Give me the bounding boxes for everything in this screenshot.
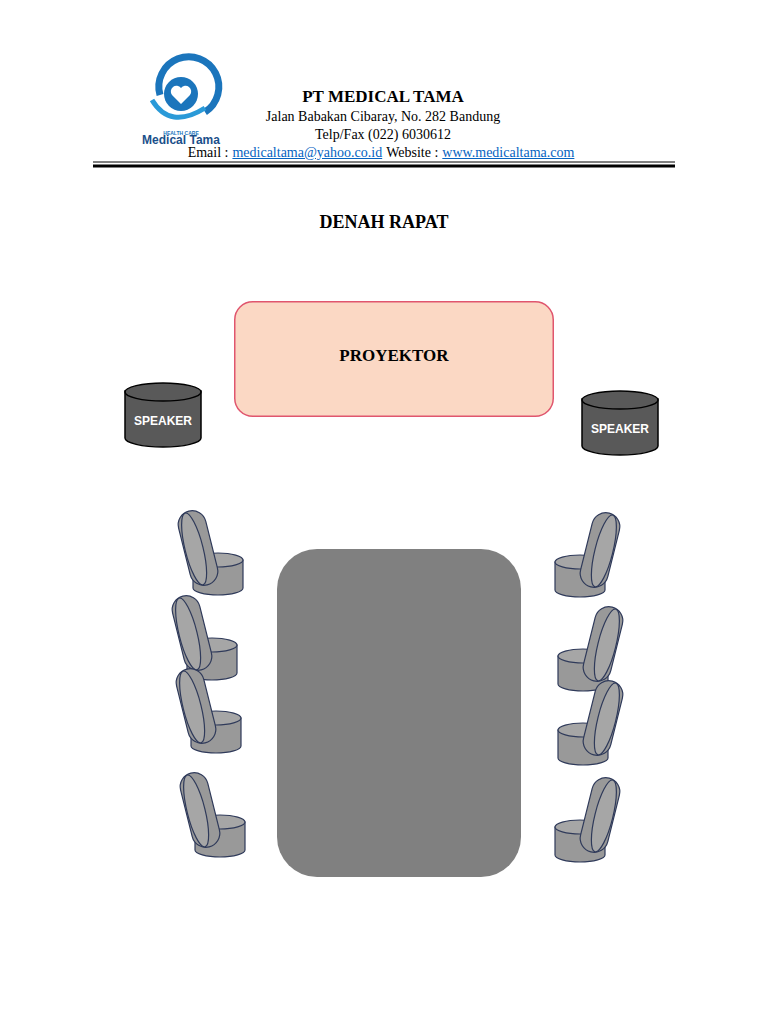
chair-back	[173, 666, 219, 747]
chair-back-face	[174, 669, 209, 745]
projector-box: PROYEKTOR	[234, 301, 554, 417]
contact-website: www.medicaltama.com	[442, 145, 574, 160]
chair	[555, 510, 623, 597]
speaker-cylinder: SPEAKER	[124, 382, 202, 448]
logo-swirl	[159, 57, 219, 112]
page-title: DENAH RAPAT	[320, 212, 449, 233]
chair-back-face	[586, 778, 621, 854]
chair-back-body	[173, 666, 219, 747]
speaker-cylinder: SPEAKER	[581, 390, 659, 456]
meeting-table	[277, 549, 521, 877]
speaker-top	[125, 383, 201, 401]
chair	[558, 604, 626, 691]
chair-back	[577, 775, 623, 856]
chair	[558, 678, 626, 765]
speaker-label: SPEAKER	[124, 414, 202, 428]
chair-back	[169, 593, 215, 674]
chair-back-face	[586, 513, 621, 589]
contact-text: Email :	[188, 145, 229, 160]
chair-back-body	[175, 508, 221, 589]
chair-back-face	[589, 607, 624, 683]
chair-back	[577, 510, 623, 591]
chair-back	[175, 508, 221, 589]
contact-line: Email :medicaltama@yahoo.co.id Website : w…	[188, 145, 579, 161]
projector-shape	[235, 302, 554, 417]
chair-back-face	[178, 773, 213, 849]
chair-back-face	[170, 596, 205, 672]
logo-icon	[152, 57, 219, 118]
logo-heart	[171, 86, 191, 104]
chair-back-body	[577, 775, 623, 856]
company-phone: Telp/Fax (022) 6030612	[315, 127, 451, 143]
company-address: Jalan Babakan Cibaray, No. 282 Bandung	[266, 109, 500, 125]
logo-name: Medical Tama	[142, 133, 220, 147]
chair-back-body	[580, 604, 626, 685]
chair	[555, 775, 623, 862]
speaker-top	[582, 391, 658, 409]
chair-back-body	[169, 593, 215, 674]
chair-back-body	[177, 770, 223, 851]
chair	[177, 770, 245, 857]
contact-email: medicaltama@yahoo.co.id	[232, 145, 382, 160]
chair-back	[177, 770, 223, 851]
chair-back	[580, 678, 626, 759]
company-name: PT MEDICAL TAMA	[302, 87, 464, 107]
chairs	[169, 508, 626, 862]
speaker-label: SPEAKER	[581, 422, 659, 436]
projector-label: PROYEKTOR	[234, 346, 554, 366]
chair	[169, 593, 237, 680]
chair	[173, 666, 241, 753]
contact-text: Website :	[386, 145, 438, 160]
logo-circle	[164, 77, 198, 111]
header-rule	[93, 165, 675, 168]
header-rule	[93, 162, 675, 163]
chair-back-body	[580, 678, 626, 759]
chair-back-face	[589, 681, 624, 757]
chair-back	[580, 604, 626, 685]
chair-back-body	[577, 510, 623, 591]
chair	[175, 508, 243, 595]
chair-back-face	[176, 511, 211, 587]
